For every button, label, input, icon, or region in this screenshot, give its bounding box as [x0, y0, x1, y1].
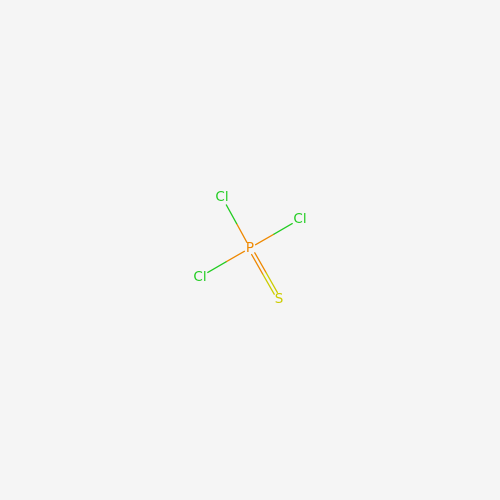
atom-phosphorus: P [246, 240, 254, 256]
bond-p-cl_top-line-0-b [225, 204, 238, 225]
bonds-layer [207, 204, 293, 295]
bond-p-cl_top-line-0-a [235, 222, 248, 243]
bond-p-s-line-0-b [265, 271, 279, 294]
bond-p-s-line-0-a [254, 252, 267, 274]
bond-p-cl_right-line-0-b [273, 222, 293, 235]
atoms-layer: Cl Cl Cl P S [193, 189, 306, 307]
atom-cl-top: Cl [215, 189, 228, 205]
bond-p-cl_left-line-0-b [207, 261, 227, 274]
bond-p-cl_right-line-0-a [254, 233, 275, 246]
bond-p-cl_left-line-0-a [225, 250, 246, 263]
bond-p-s-line-1-a [250, 253, 264, 276]
atom-cl-left: Cl [193, 269, 206, 285]
bond-p-s-line-1-b [262, 273, 275, 295]
atom-cl-right: Cl [293, 211, 306, 227]
atom-sulfur: S [275, 291, 284, 307]
